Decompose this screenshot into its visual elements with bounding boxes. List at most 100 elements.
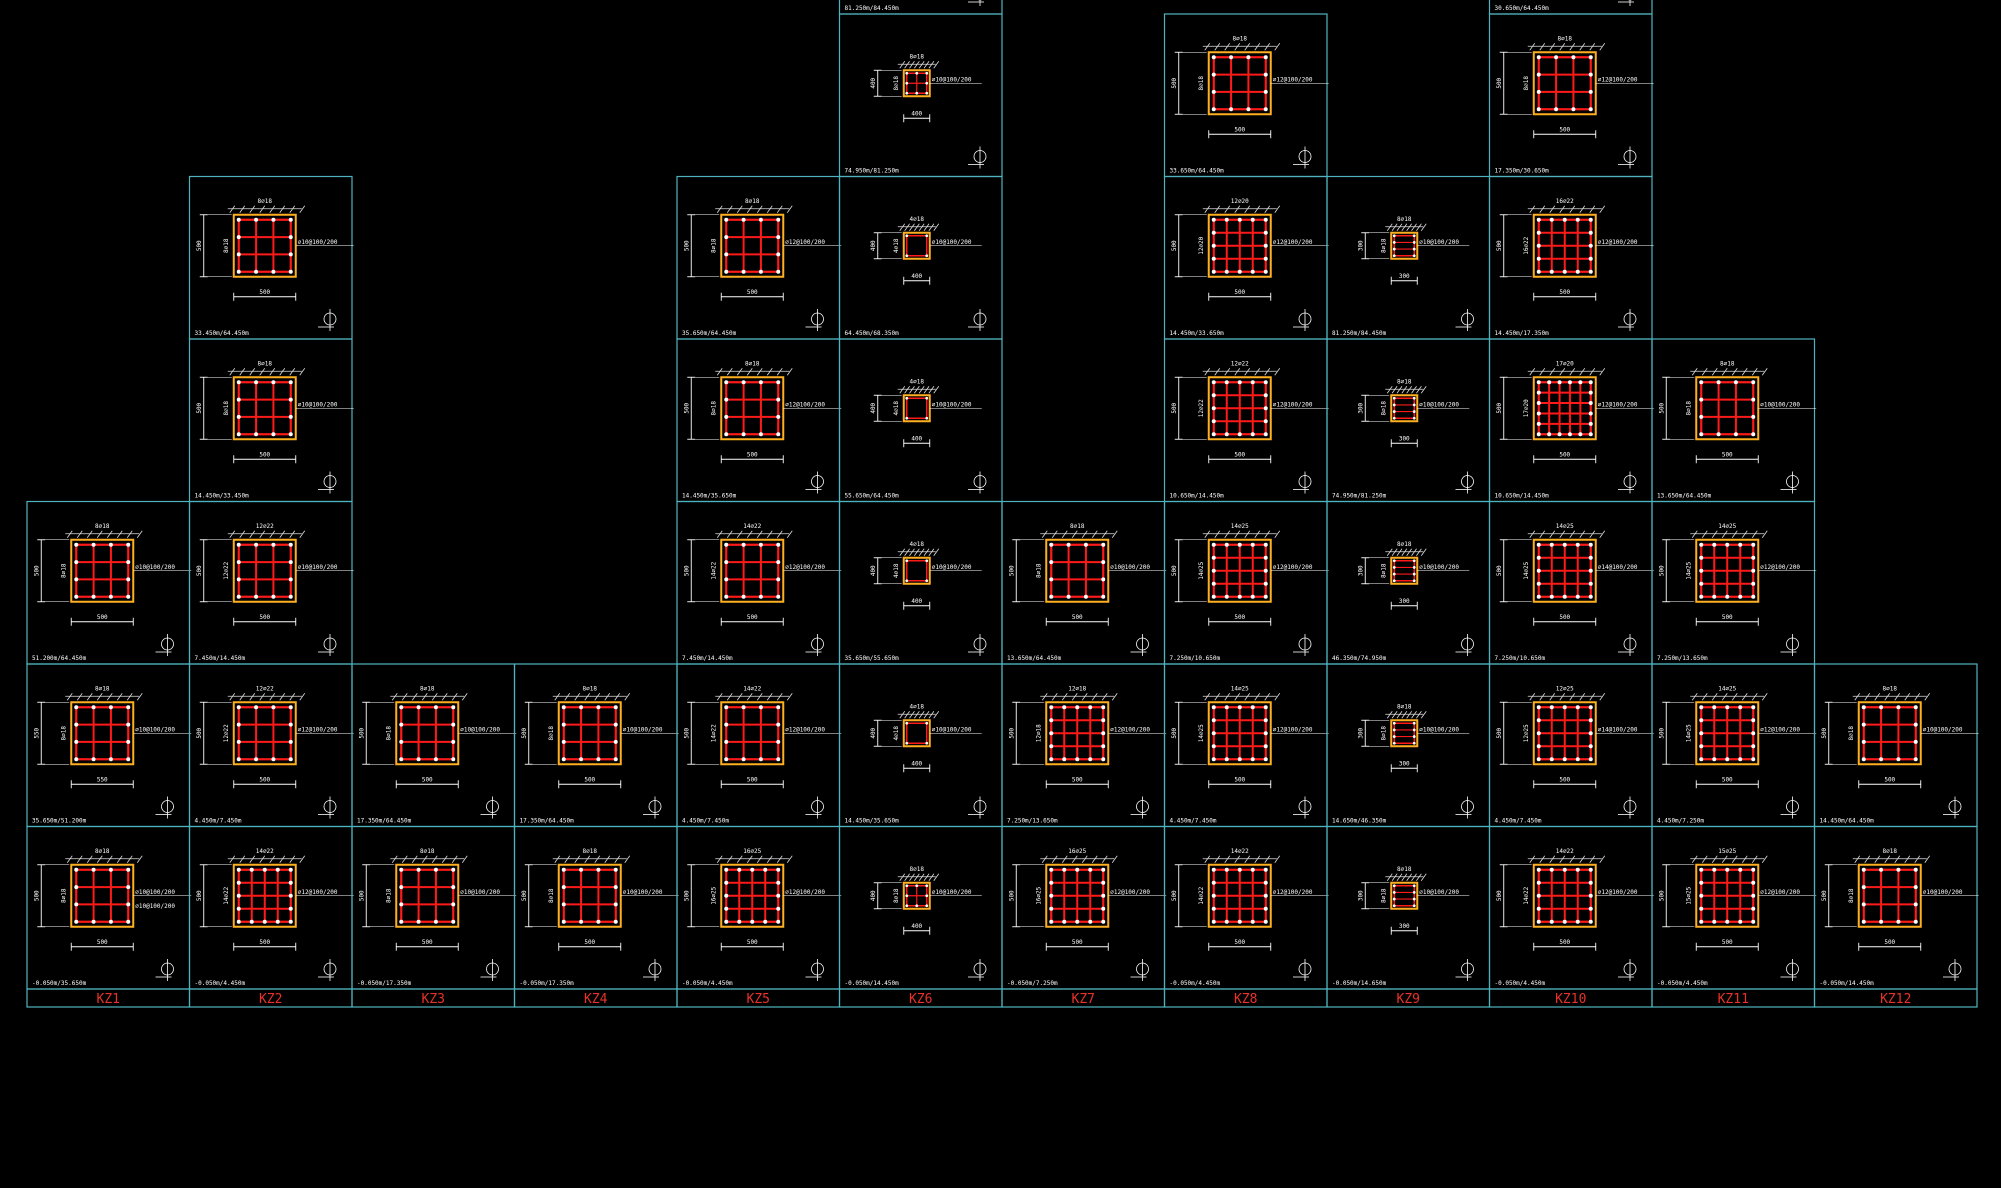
dim-bottom: 500: [259, 939, 270, 946]
rebar-cage: [1392, 559, 1416, 583]
side-bars-label: 12⌀18: [1035, 724, 1042, 742]
axis-marker-icon: [480, 959, 499, 981]
dim-left: 400: [870, 727, 877, 738]
elevation-label: 10.650m/14.450m: [1170, 493, 1225, 500]
axis-marker-icon: [643, 959, 662, 981]
column-outline: [720, 376, 785, 441]
dim-bottom: 500: [747, 451, 758, 458]
top-bars-label: 14⌀22: [1556, 848, 1574, 855]
stirrup-label: ⌀12@100/200: [1273, 889, 1313, 896]
axis-marker-icon: [1618, 146, 1637, 169]
side-bars-label: 4⌀18: [893, 726, 900, 741]
top-bars-label: 8⌀18: [95, 685, 110, 692]
elevation-label: 14.450m/35.650m: [845, 818, 900, 825]
stirrup-label: ⌀10@100/200: [1760, 401, 1800, 408]
side-bars-label: 8⌀18: [710, 238, 717, 253]
dim-left: 500: [1171, 77, 1178, 88]
stirrup-label: ⌀12@100/200: [785, 889, 825, 896]
stirrup-label: ⌀12@100/200: [1760, 726, 1800, 733]
dim-bottom: 500: [1234, 451, 1245, 458]
stirrup-label: ⌀12@100/200: [785, 726, 825, 733]
dim-bottom: 500: [1072, 614, 1083, 621]
hatch-marks: [1202, 368, 1281, 376]
hatch-marks: [715, 693, 793, 701]
rebar-cage: [905, 71, 929, 95]
elevation-label: 35.650m/51.200m: [32, 818, 87, 825]
axis-marker-icon: [1618, 309, 1637, 331]
dim-bottom: 400: [911, 923, 922, 930]
rebar-cage: [724, 542, 781, 599]
column-outline: [232, 538, 297, 603]
rebar-cage: [236, 217, 293, 274]
dim-left: 400: [870, 240, 877, 251]
elevation-label: 33.450m/64.450m: [195, 330, 250, 337]
dim-left: 500: [521, 890, 528, 901]
axis-marker-icon: [1618, 0, 1634, 6]
dim-bottom: 500: [747, 289, 758, 296]
axis-marker-icon: [1943, 959, 1962, 981]
cell-frame: [188, 175, 353, 340]
hatch-marks: [1527, 855, 1606, 863]
dim-bottom: 300: [1399, 435, 1410, 442]
hatch-marks: [1202, 855, 1281, 863]
top-bars-label: 8⌀18: [1397, 541, 1412, 548]
side-bars-label: 14⌀22: [223, 886, 230, 904]
dim-left: 500: [1496, 402, 1503, 413]
elevation-label: -0.050m/17.350m: [520, 980, 575, 987]
elevation-label: 51.200m/64.450m: [32, 655, 87, 662]
top-bars-label: 8⌀18: [1558, 35, 1573, 42]
side-bars-label: 14⌀22: [710, 724, 717, 742]
top-bars-label: 8⌀18: [583, 848, 598, 855]
column-outline: [1695, 376, 1760, 441]
elevation-label: 30.650m/64.450m: [1495, 5, 1550, 12]
hatch-marks: [1852, 693, 1931, 701]
dim-bottom: 500: [97, 939, 108, 946]
axis-marker-icon: [968, 634, 987, 656]
top-bars-label: 8⌀18: [258, 198, 273, 205]
side-bars-label: 14⌀25: [1685, 561, 1692, 579]
stirrup-label: ⌀14@100/200: [1598, 564, 1638, 571]
elevation-label: 14.650m/46.350m: [1332, 818, 1387, 825]
hatch-marks: [1202, 43, 1281, 51]
side-bars-label: 4⌀18: [893, 401, 900, 416]
column-outline: [232, 213, 297, 278]
axis-marker-icon: [318, 959, 337, 981]
top-bars-label: 14⌀25: [1231, 685, 1249, 692]
dim-bottom: 500: [1559, 939, 1570, 946]
axis-marker-icon: [1455, 309, 1474, 331]
hatch-marks: [897, 873, 940, 881]
stirrup-label: ⌀12@100/200: [785, 564, 825, 571]
dim-bottom: 500: [1559, 289, 1570, 296]
side-bars-label: 8⌀18: [893, 76, 900, 91]
rebar-cage: [1536, 542, 1593, 599]
rebar-cage: [1536, 380, 1593, 437]
top-bars-label: 8⌀18: [745, 360, 760, 367]
hatch-marks: [1202, 693, 1281, 701]
rebar-cage: [561, 705, 618, 762]
elevation-label: 10.650m/14.450m: [1495, 493, 1550, 500]
side-bars-label: 8⌀18: [548, 888, 555, 903]
dim-bottom: 400: [911, 110, 922, 117]
dim-bottom: 500: [1722, 939, 1733, 946]
column-label: KZ9: [1397, 992, 1420, 1007]
dim-bottom: 550: [97, 776, 108, 783]
axis-marker-icon: [318, 309, 337, 331]
stirrup-label: ⌀12@100/200: [1598, 76, 1638, 83]
elevation-label: 13.650m/64.450m: [1657, 493, 1712, 500]
elevation-label: -0.050m/35.650m: [32, 980, 87, 987]
stirrup-label: ⌀10@100/200: [1419, 239, 1459, 246]
elevation-label: -0.050m/7.250m: [1007, 980, 1058, 987]
